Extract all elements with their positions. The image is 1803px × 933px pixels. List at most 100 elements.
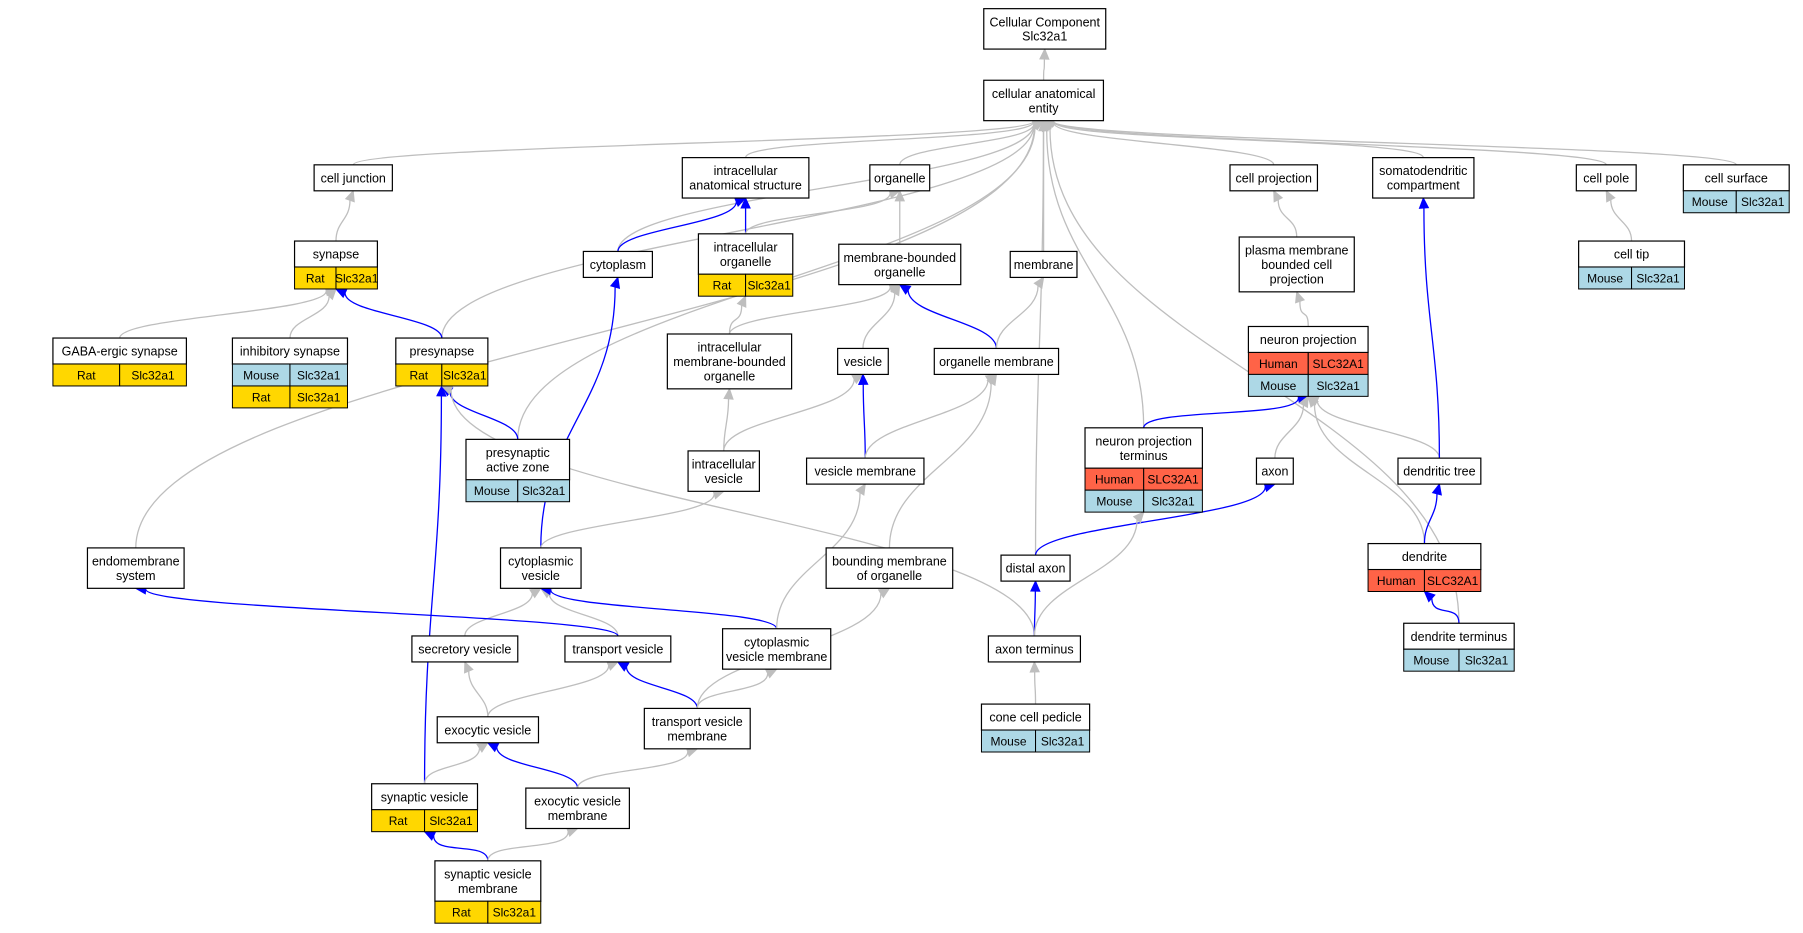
species-name: Human [1259, 357, 1298, 371]
node-transport[interactable]: transport vesicle [564, 635, 672, 663]
node-label-box [1575, 164, 1637, 192]
node-label-box [313, 164, 393, 192]
node-label-line: cytoplasmic [508, 555, 573, 569]
node-label-box [1229, 164, 1319, 192]
node-label-line: cell pole [1583, 171, 1629, 185]
node-dendtree[interactable]: dendritic tree [1397, 457, 1482, 485]
node-membrane[interactable]: membrane [1009, 250, 1078, 279]
node-label-box [1372, 157, 1475, 199]
edge-exovesmem-to-exocytic [486, 742, 579, 789]
species-name: Mouse [1692, 195, 1728, 209]
node-label-line: vesicle [844, 355, 882, 369]
edge-dendrite-to-neuronproj [1307, 395, 1426, 544]
node-label-box [933, 347, 1060, 376]
node-label-box [525, 787, 630, 830]
node-organelle[interactable]: organelle [869, 164, 931, 192]
node-orgmem[interactable]: organelle membrane [933, 347, 1060, 376]
gene-symbol: Slc32a1 [335, 271, 379, 285]
node-label-line: cone cell pedicle [989, 711, 1081, 725]
node-secretory[interactable]: secretory vesicle [411, 635, 519, 663]
node-axon[interactable]: axon [1255, 457, 1294, 485]
node-distalaxon[interactable]: distal axon [1000, 554, 1071, 582]
species-name: Rat [713, 279, 732, 293]
node-label-line: synaptic vesicle [444, 867, 532, 881]
species-name: Mouse [1096, 495, 1132, 509]
node-label-box [987, 635, 1082, 663]
node-cytoplasm[interactable]: cytoplasm [582, 250, 653, 279]
node-label-box [1397, 457, 1482, 485]
node-label-line: exocytic vesicle [534, 795, 621, 809]
node-label-box [1578, 240, 1686, 268]
edge-dendterm-to-dendrite [1423, 590, 1460, 624]
node-label-line: Cellular Component [990, 15, 1101, 29]
species-name: Human [1095, 473, 1134, 487]
node-label-line: presynapse [410, 345, 475, 359]
node-vesicle[interactable]: vesicle [837, 347, 889, 376]
species-name: Mouse [1413, 654, 1449, 668]
gene-symbol: Slc32a1 [443, 368, 487, 382]
node-label-line: GABA-ergic synapse [62, 345, 178, 359]
node-label-line: membrane-bounded [673, 355, 786, 369]
gene-symbol: SLC32A1 [1147, 473, 1199, 487]
node-label-box [666, 333, 793, 390]
node-label-line: axon [1261, 465, 1288, 479]
node-celljunction[interactable]: cell junction [313, 164, 393, 192]
node-label-line: cytoplasm [590, 258, 646, 272]
gene-cell [335, 266, 378, 290]
node-label-box [582, 250, 653, 279]
edge-axonterm-to-npterminus [1033, 511, 1145, 636]
node-label-line: membrane [1014, 258, 1074, 272]
node-label-line: cell junction [321, 171, 386, 185]
node-label-box [86, 547, 185, 589]
node-cellpole[interactable]: cell pole [1575, 164, 1637, 192]
node-cellprojection[interactable]: cell projection [1229, 164, 1319, 192]
node-label-box [1000, 554, 1071, 582]
node-label-line: somatodendritic [1379, 164, 1467, 178]
edge-presynactive-to-presynapse [440, 385, 519, 440]
edge-imbo-to-intorganelle [728, 295, 747, 334]
node-axonterm[interactable]: axon terminus [987, 635, 1082, 663]
node-label-box [869, 164, 931, 192]
gene-cell [424, 809, 479, 833]
node-label-line: organelle [874, 265, 925, 279]
node-exocytic[interactable]: exocytic vesicle [436, 716, 540, 744]
node-vesmem[interactable]: vesicle membrane [805, 457, 925, 485]
